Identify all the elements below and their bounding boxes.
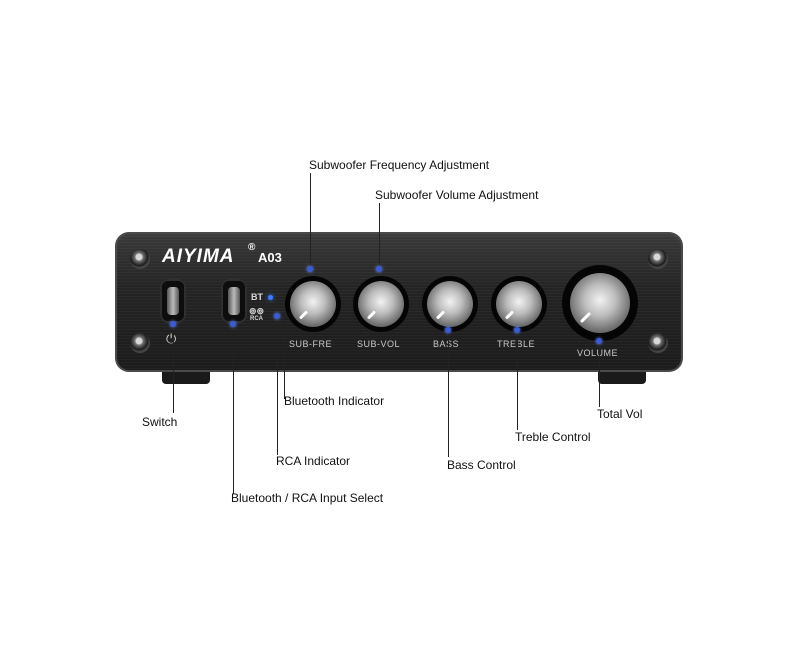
anchor-dot (514, 327, 520, 333)
anchor-dot (274, 313, 280, 319)
callout-rca-indicator: RCA Indicator (276, 454, 351, 468)
sub-vol-knob[interactable] (353, 276, 409, 332)
leader-total-vol (599, 341, 600, 407)
knob-cap (290, 281, 336, 327)
switch-lever (228, 287, 240, 315)
sub-vol-label: SUB-VOL (357, 339, 401, 349)
sub-fre-label: SUB-FRE (289, 339, 333, 349)
sub-fre-knob[interactable] (285, 276, 341, 332)
leader-bluetooth-indicator (284, 317, 285, 399)
input-select-switch[interactable] (221, 279, 247, 323)
anchor-dot (376, 266, 382, 272)
knob-cap (496, 281, 542, 327)
leader-bass-control (448, 330, 449, 457)
power-switch[interactable] (160, 279, 186, 323)
callout-total-vol: Total Vol (597, 407, 643, 421)
leader-treble-control (517, 330, 518, 430)
treble-knob[interactable] (491, 276, 547, 332)
callout-treble-control: Treble Control (515, 430, 591, 444)
volume-knob[interactable] (562, 265, 638, 341)
rca-label: RCA (250, 316, 263, 322)
rca-symbol: ⊚⊚ (249, 306, 265, 316)
bluetooth-led (268, 295, 273, 300)
switch-lever (167, 287, 179, 315)
model-name: A03 (258, 250, 282, 265)
anchor-dot (170, 321, 176, 327)
volume-label: VOLUME (577, 348, 619, 358)
bass-label: BASS (433, 339, 460, 349)
bt-label: BT (251, 292, 263, 302)
screw-icon (130, 333, 150, 353)
leader-rca-indicator (277, 318, 278, 455)
leader-switch (173, 324, 174, 413)
registered-mark: ® (248, 242, 256, 253)
callout-bluetooth-indicator: Bluetooth Indicator (284, 394, 385, 408)
anchor-dot (307, 266, 313, 272)
knob-cap (427, 281, 473, 327)
leader-input-select (233, 324, 234, 494)
bass-knob[interactable] (422, 276, 478, 332)
device-foot-left (162, 370, 210, 384)
screw-icon (130, 249, 150, 269)
leader-subwoofer-volume (379, 203, 380, 269)
power-icon: ⏻ (166, 331, 177, 346)
anchor-dot (230, 321, 236, 327)
treble-label: TREBLE (497, 339, 536, 349)
anchor-dot (445, 327, 451, 333)
screw-icon (648, 249, 668, 269)
callout-subwoofer-volume: Subwoofer Volume Adjustment (375, 188, 539, 202)
callout-input-select: Bluetooth / RCA Input Select (231, 491, 384, 505)
callout-subwoofer-frequency: Subwoofer Frequency Adjustment (309, 158, 490, 172)
brand-logo: AIYIMA (162, 246, 235, 267)
leader-subwoofer-frequency (310, 173, 311, 269)
knob-cap (358, 281, 404, 327)
callout-switch: Switch (142, 415, 178, 429)
anchor-dot (596, 338, 602, 344)
screw-icon (648, 333, 668, 353)
device-foot-right (598, 370, 646, 384)
callout-bass-control: Bass Control (447, 458, 516, 472)
knob-cap (570, 273, 630, 333)
